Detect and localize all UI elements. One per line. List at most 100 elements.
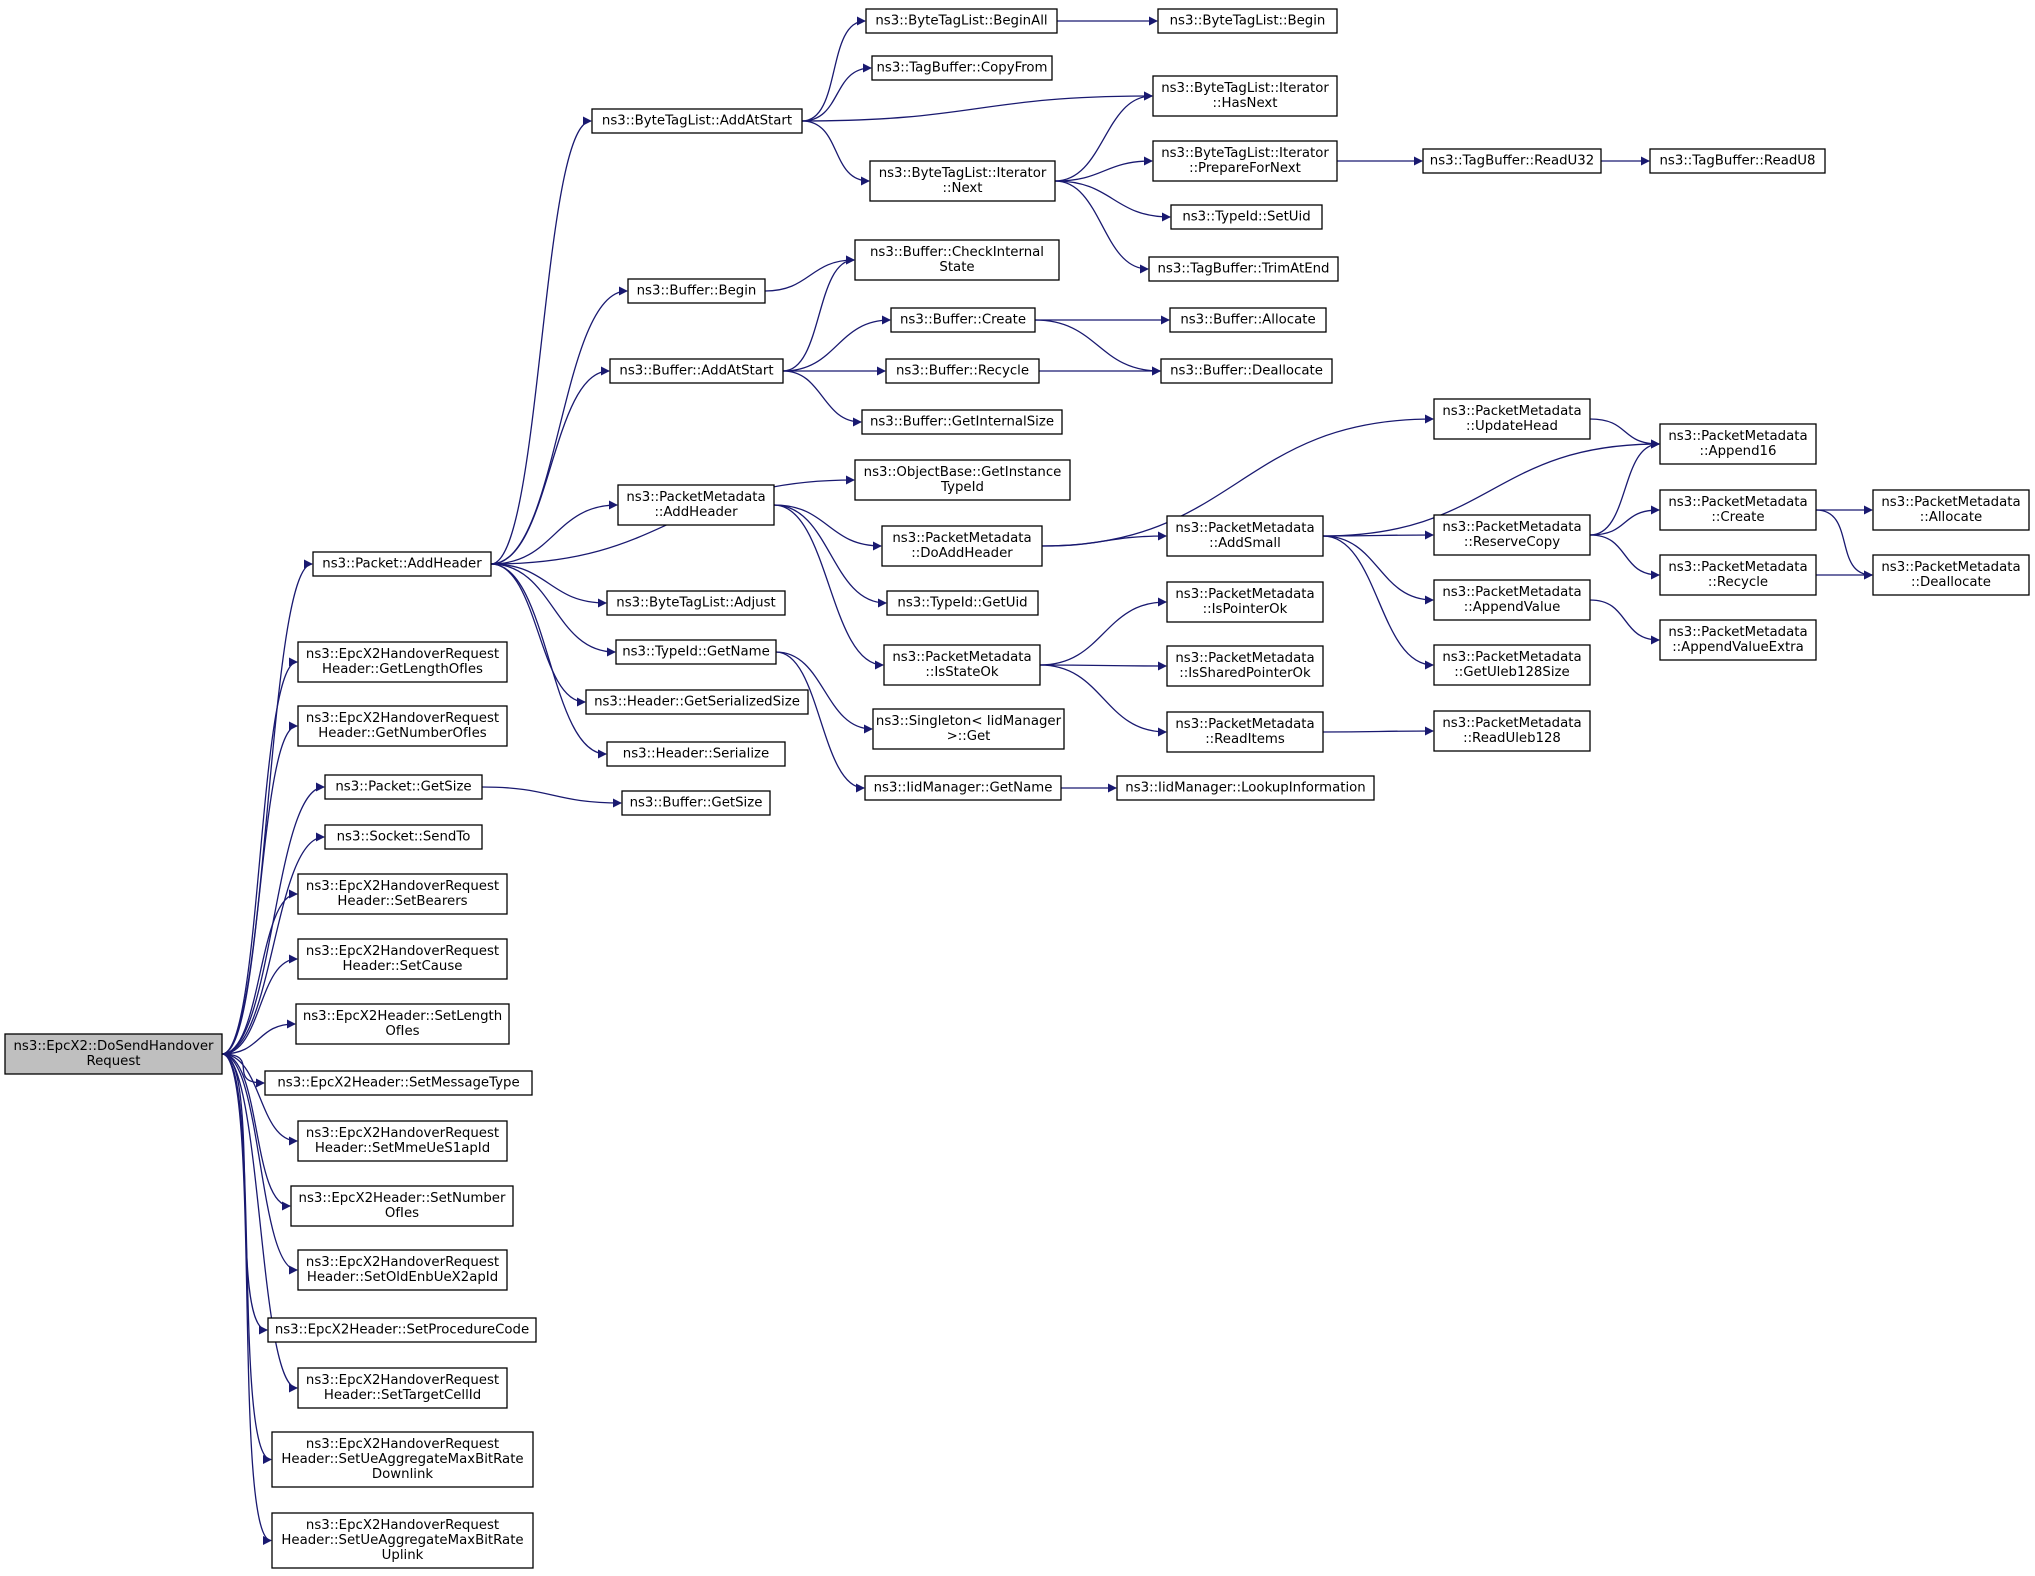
node-box (883, 644, 1041, 686)
node-setoldenb[interactable]: ns3::EpcX2HandoverRequestHeader::SetOldE… (297, 1249, 508, 1291)
node-label: ::Create (1711, 510, 1764, 525)
node-pm-isptr[interactable]: ns3::PacketMetadata::IsPointerOk (1166, 581, 1324, 623)
node-settarget[interactable]: ns3::EpcX2HandoverRequestHeader::SetTarg… (297, 1367, 508, 1409)
node-label: ns3::Buffer::Allocate (1180, 313, 1315, 328)
node-box (297, 873, 508, 915)
node-pm-recycle[interactable]: ns3::PacketMetadata::Recycle (1659, 554, 1817, 596)
node-buf-recycle[interactable]: ns3::Buffer::Recycle (885, 358, 1040, 384)
node-buf-begin[interactable]: ns3::Buffer::Begin (627, 278, 766, 304)
node-hdr-serialize[interactable]: ns3::Header::Serialize (606, 741, 786, 767)
node-label: ::UpdateHead (1466, 419, 1558, 434)
node-label: Header::SetMmeUeS1apId (315, 1141, 490, 1156)
node-label: Header::SetBearers (337, 894, 467, 909)
node-pm-readitems[interactable]: ns3::PacketMetadata::ReadItems (1166, 711, 1324, 753)
node-setcause[interactable]: ns3::EpcX2HandoverRequestHeader::SetCaus… (297, 938, 508, 980)
node-label: ns3::TypeId::SetUid (1182, 210, 1310, 225)
node-pm-isstate[interactable]: ns3::PacketMetadata::IsStateOk (883, 644, 1041, 686)
node-getnumies[interactable]: ns3::EpcX2HandoverRequestHeader::GetNumb… (297, 705, 508, 747)
node-pm-addheader[interactable]: ns3::PacketMetadata::AddHeader (617, 484, 775, 526)
node-pm-appendvalue[interactable]: ns3::PacketMetadata::AppendValue (1433, 579, 1591, 621)
node-tb-copyfrom[interactable]: ns3::TagBuffer::CopyFrom (871, 55, 1053, 81)
node-label: ns3::TagBuffer::CopyFrom (876, 61, 1047, 76)
node-label: ns3::EpcX2Header::SetProcedureCode (275, 1323, 529, 1338)
node-setmme[interactable]: ns3::EpcX2HandoverRequestHeader::SetMmeU… (297, 1120, 508, 1162)
node-btli-hasnext[interactable]: ns3::ByteTagList::Iterator::HasNext (1152, 75, 1338, 117)
node-btl-begin[interactable]: ns3::ByteTagList::Begin (1157, 8, 1338, 34)
node-hdr-getser[interactable]: ns3::Header::GetSerializedSize (585, 689, 809, 715)
node-box (1160, 358, 1333, 384)
node-tid-getuid[interactable]: ns3::TypeId::GetUid (886, 590, 1039, 616)
node-setuedl[interactable]: ns3::EpcX2HandoverRequestHeader::SetUeAg… (271, 1431, 534, 1488)
node-buf-getint[interactable]: ns3::Buffer::GetInternalSize (861, 409, 1063, 435)
node-pm-appendextra[interactable]: ns3::PacketMetadata::AppendValueExtra (1659, 619, 1817, 661)
node-buf-addatstart[interactable]: ns3::Buffer::AddAtStart (609, 358, 784, 384)
node-setbearers[interactable]: ns3::EpcX2HandoverRequestHeader::SetBear… (297, 873, 508, 915)
node-buf-dealloc[interactable]: ns3::Buffer::Deallocate (1160, 358, 1333, 384)
node-iid-getname[interactable]: ns3::IidManager::GetName (864, 775, 1062, 801)
node-hdr-setproc[interactable]: ns3::EpcX2Header::SetProcedureCode (267, 1317, 537, 1343)
node-pm-updatehead[interactable]: ns3::PacketMetadata::UpdateHead (1433, 398, 1591, 440)
node-pm-create[interactable]: ns3::PacketMetadata::Create (1659, 489, 1817, 531)
node-pm-allocate[interactable]: ns3::PacketMetadata::Allocate (1872, 489, 2030, 531)
node-tid-getname[interactable]: ns3::TypeId::GetName (615, 639, 777, 665)
node-iid-lookup[interactable]: ns3::IidManager::LookupInformation (1116, 775, 1375, 801)
node-pm-addsmall[interactable]: ns3::PacketMetadata::AddSmall (1166, 515, 1324, 557)
node-box (1166, 711, 1324, 753)
node-getlenies[interactable]: ns3::EpcX2HandoverRequestHeader::GetLeng… (297, 641, 508, 683)
node-pm-doadd[interactable]: ns3::PacketMetadata::DoAddHeader (881, 525, 1043, 567)
node-tid-setuid[interactable]: ns3::TypeId::SetUid (1170, 204, 1323, 230)
node-pm-reserve[interactable]: ns3::PacketMetadata::ReserveCopy (1433, 514, 1591, 556)
node-box (1148, 256, 1339, 282)
node-box (890, 307, 1036, 333)
node-label: ns3::Singleton< IidManager (876, 714, 1062, 729)
edge-root-to-settarget (221, 1053, 298, 1393)
node-sock-sendto[interactable]: ns3::Socket::SendTo (324, 824, 483, 850)
node-hdr-setmsgtype[interactable]: ns3::EpcX2Header::SetMessageType (264, 1070, 533, 1096)
node-btl-beginall[interactable]: ns3::ByteTagList::BeginAll (865, 8, 1058, 34)
edge-pm-updatehead-to-pm-append16 (1589, 418, 1660, 449)
node-label: ::Next (943, 181, 983, 196)
node-pm-isshared[interactable]: ns3::PacketMetadata::IsSharedPointerOk (1166, 645, 1324, 687)
node-pkt-addheader[interactable]: ns3::Packet::AddHeader (312, 551, 492, 577)
node-label: ns3::TagBuffer::ReadU32 (1430, 154, 1594, 169)
node-label: ns3::ByteTagList::Adjust (616, 596, 775, 611)
node-pm-dealloc[interactable]: ns3::PacketMetadata::Deallocate (1872, 554, 2030, 596)
edge-pm-addsmall-to-pm-getuleb (1322, 535, 1434, 670)
node-label: ns3::EpcX2HandoverRequest (306, 1518, 499, 1533)
node-tb-trim[interactable]: ns3::TagBuffer::TrimAtEnd (1148, 256, 1339, 282)
node-box (885, 358, 1040, 384)
edge-root-to-getnumies (221, 721, 298, 1055)
node-pm-append16[interactable]: ns3::PacketMetadata::Append16 (1659, 423, 1817, 465)
node-label: Header::SetTargetCellId (324, 1388, 481, 1403)
edge-btl-addatstart-to-btl-beginall (801, 16, 866, 122)
node-btli-next[interactable]: ns3::ByteTagList::Iterator::Next (869, 160, 1056, 202)
node-box (297, 1367, 508, 1409)
node-label: ns3::PacketMetadata (1442, 716, 1581, 731)
node-btl-adjust[interactable]: ns3::ByteTagList::Adjust (606, 590, 786, 616)
edge-root-to-setcause (221, 954, 298, 1055)
node-pkt-getsize[interactable]: ns3::Packet::GetSize (324, 774, 483, 800)
node-label: ns3::Buffer::Create (900, 313, 1026, 328)
node-pm-readuleb[interactable]: ns3::PacketMetadata::ReadUleb128 (1433, 710, 1591, 752)
node-buf-alloc[interactable]: ns3::Buffer::Allocate (1169, 307, 1327, 333)
node-setueul[interactable]: ns3::EpcX2HandoverRequestHeader::SetUeAg… (271, 1512, 534, 1569)
node-btli-prep[interactable]: ns3::ByteTagList::Iterator::PrepareForNe… (1152, 140, 1338, 182)
node-pm-getuleb[interactable]: ns3::PacketMetadata::GetUleb128Size (1433, 644, 1591, 686)
node-box (585, 689, 809, 715)
edge-pm-readitems-to-pm-readuleb (1322, 726, 1434, 736)
node-singleton-get[interactable]: ns3::Singleton< IidManager>::Get (872, 708, 1065, 750)
node-buf-getsize[interactable]: ns3::Buffer::GetSize (621, 790, 771, 816)
edge-pkt-addheader-to-hdr-serialize (490, 563, 607, 759)
node-box (872, 708, 1065, 750)
node-btl-addatstart[interactable]: ns3::ByteTagList::AddAtStart (591, 108, 803, 134)
node-tb-readu8[interactable]: ns3::TagBuffer::ReadU8 (1649, 148, 1826, 174)
node-box (1166, 581, 1324, 623)
node-tb-readu32[interactable]: ns3::TagBuffer::ReadU32 (1422, 148, 1602, 174)
node-box (617, 484, 775, 526)
node-buf-create[interactable]: ns3::Buffer::Create (890, 307, 1036, 333)
